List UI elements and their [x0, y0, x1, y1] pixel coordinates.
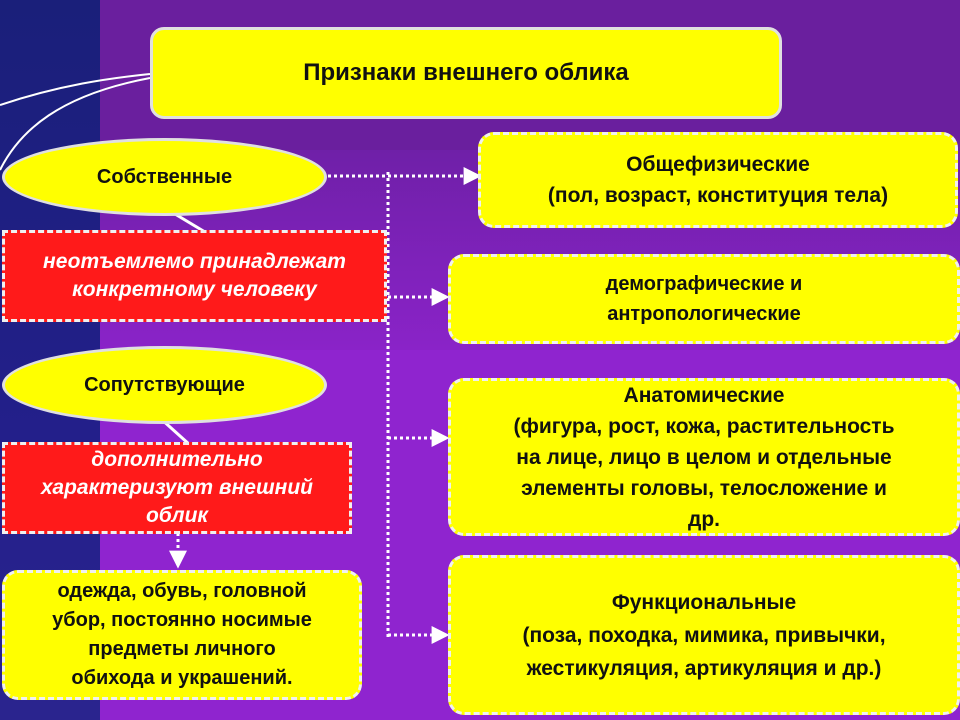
title-box: Признаки внешнего облика: [150, 27, 782, 119]
page-title: Признаки внешнего облика: [303, 59, 629, 86]
anatomical-line-4: др.: [688, 507, 720, 531]
anatomical-title: Анатомические: [623, 383, 785, 407]
accessories-line-3: предметы личного: [88, 638, 276, 660]
functional-line-1: (поза, походка, мимика, привычки,: [522, 623, 886, 647]
accessories-line-1: одежда, обувь, головной: [57, 580, 307, 602]
demographic-box: демографические и антропологические: [448, 254, 960, 344]
accessories-line-4: обихода и украшений.: [71, 667, 293, 689]
own-label: Собственные: [96, 165, 233, 188]
anatomical-box: Анатомические (фигура, рост, кожа, расти…: [448, 378, 960, 536]
functional-title: Функциональные: [611, 590, 797, 614]
anatomical-line-3: элементы головы, телосложение и: [521, 476, 887, 500]
general-physical-box: Общефизические (пол, возраст, конституци…: [478, 132, 958, 228]
general-physical-title: Общефизические: [626, 153, 810, 176]
functional-box: Функциональные (поза, походка, мимика, п…: [448, 555, 960, 715]
demographic-line-2: антропологические: [607, 303, 801, 325]
own-description-box: неотъемлемо принадлежат конкретному чело…: [2, 230, 387, 322]
accompanying-ellipse: Сопутствующие: [2, 346, 327, 424]
own-description-line-1: неотъемлемо принадлежат: [43, 250, 346, 273]
accompanying-description-line-3: облик: [145, 504, 209, 527]
accompanying-description-box: дополнительно характеризуют внешний обли…: [2, 442, 352, 534]
accompanying-label: Сопутствующие: [84, 373, 245, 396]
accessories-box: одежда, обувь, головной убор, постоянно …: [2, 570, 362, 700]
general-physical-detail: (пол, возраст, конституция тела): [547, 184, 889, 207]
accessories-line-2: убор, постоянно носимые: [52, 609, 312, 631]
demographic-line-1: демографические и: [605, 273, 803, 295]
own-ellipse: Собственные: [2, 138, 327, 216]
accompanying-description-line-2: характеризуют внешний: [40, 476, 313, 499]
own-description-line-2: конкретному человеку: [72, 278, 317, 301]
accompanying-description-line-1: дополнительно: [91, 448, 263, 471]
anatomical-line-1: (фигура, рост, кожа, растительность: [513, 414, 895, 438]
functional-line-2: жестикуляция, артикуляция и др.): [526, 656, 882, 680]
anatomical-line-2: на лице, лицо в целом и отдельные: [516, 445, 892, 469]
